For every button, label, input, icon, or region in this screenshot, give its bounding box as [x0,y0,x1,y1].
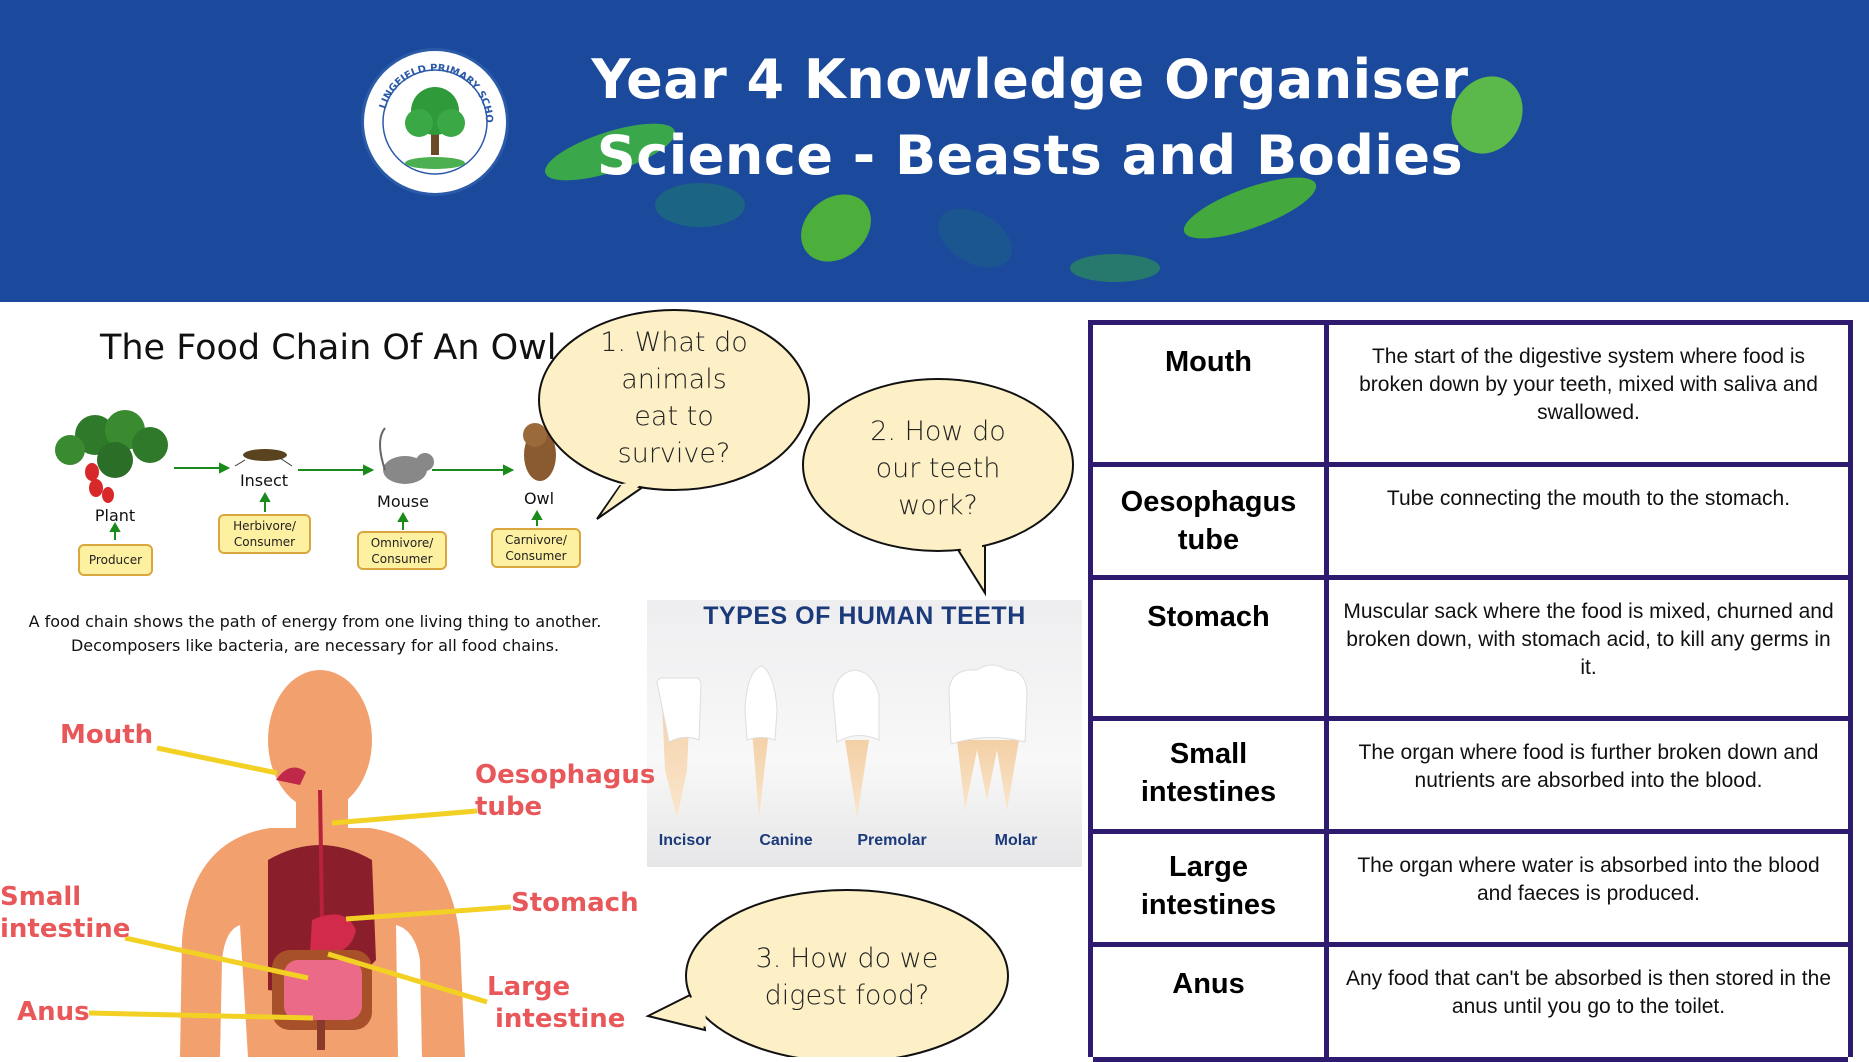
plant-label: Plant [94,506,136,525]
desc-cell: Muscular sack where the food is mixed, c… [1343,600,1834,679]
table-row: Small intestines The organ where food is … [1093,721,1848,834]
stomach-label: Stomach [511,888,639,918]
owl-icon [523,423,556,481]
q-line: our teeth [875,453,1001,484]
label-lines [88,745,512,1021]
molar-label: Molar [994,832,1038,849]
label-line: intestine [495,1004,626,1034]
term-cell: Small intestines [1093,721,1329,829]
anus-icon [317,1020,325,1050]
term-cell: Anus [1093,947,1329,1057]
term-cell: Mouth [1093,325,1329,462]
mouth-icon [276,767,306,785]
stomach-icon [310,914,356,954]
leaves-decoration [545,76,1523,282]
note-line: A food chain shows the path of energy fr… [28,612,602,631]
insect-icon [234,449,293,467]
q-line: eat to [634,401,714,432]
q-line: 1. What do [600,327,748,358]
molar-icon [948,664,1028,810]
desc-cell: The organ where water is absorbed into t… [1357,854,1820,905]
role-line: Herbivore/ [233,519,296,533]
role-line: Carnivore/ [505,533,567,547]
question-1-bubble: 1. What do animals eat to survive? [554,324,794,472]
desc-cell: Tube connecting the mouth to the stomach… [1386,487,1791,510]
small-intestine-label: Small intestine [0,881,130,945]
label-line: Oesophagus [475,760,656,790]
producer-text: Producer [88,553,143,567]
term-cell: Stomach [1093,580,1329,716]
q-line: 2. How do [870,416,1006,447]
food-chain-note: A food chain shows the path of energy fr… [0,610,630,658]
anus-label: Anus [17,997,90,1027]
digestive-organs-table: Mouth The start of the digestive system w… [1088,320,1853,1062]
title-line1: Year 4 Knowledge Organiser [591,48,1469,111]
producer-box: Producer [78,544,153,576]
role-line: Omnivore/ [370,535,434,550]
food-chain-diagram [55,410,556,540]
large-intestine-label: Large intestine [487,971,625,1035]
note-line: Decomposers like bacteria, are necessary… [70,636,560,655]
term-cell: Large intestines [1093,834,1329,942]
role-line: Consumer [505,549,567,563]
q-line: survive? [617,438,731,469]
table-row: Large intestines The organ where water is… [1093,834,1848,947]
premolar-icon [832,669,880,818]
table-row: Oesophagus tube Tube connecting the mouth… [1093,467,1848,580]
q-line: work? [898,490,978,521]
mouse-icon [379,427,434,484]
q-line: 3. How do we [755,943,939,974]
question-3-bubble: 3. How do we digest food? [707,940,987,1014]
teeth-panel: TYPES OF HUMAN TEETH Incisor Canine Prem… [647,600,1082,867]
term-cell: Oesophagus tube [1093,467,1329,575]
table-row: Mouth The start of the digestive system w… [1093,325,1848,467]
title-line2: Science - Beasts and Bodies [596,124,1464,187]
owl-label: Owl [523,489,555,508]
canine-label: Canine [759,832,813,849]
desc-cell: The organ where food is further broken d… [1358,741,1819,792]
school-logo: LINGFIELD PRIMARY SCHOOL [360,43,509,196]
digestive-system-diagram [88,670,512,1057]
question-2-bubble: 2. How do our teeth work? [818,413,1058,524]
incisor-label: Incisor [658,832,712,849]
label-line: tube [475,792,543,822]
label-line: Small [0,882,82,912]
insect-label: Insect [239,471,289,490]
q-line: digest food? [764,980,930,1011]
mouth-label: Mouth [60,720,154,750]
mouse-label: Mouse [377,492,429,511]
speech-bubbles [538,309,1074,1057]
q-line: animals [621,364,727,395]
omnivore-box: Omnivore/Consumer [357,531,447,570]
role-line: Consumer [371,551,433,566]
plant-icon [55,410,168,503]
canine-icon [744,665,778,818]
desc-cell: Any food that can't be absorbed is then … [1346,967,1831,1018]
premolar-label: Premolar [857,832,927,849]
small-intestine-icon [284,960,362,1020]
header-banner: LINGFIELD PRIMARY SCHOOL Year 4 Knowledg… [0,0,1869,302]
desc-cell: The start of the digestive system where … [1359,345,1818,424]
label-line: intestine [0,914,131,944]
oesophagus-label: Oesophagus tube [475,759,655,823]
label-line: Large [487,972,571,1002]
food-chain-title: The Food Chain Of An Owl [100,328,557,368]
carnivore-box: Carnivore/Consumer [491,528,581,568]
table-row: Anus Any food that can't be absorbed is t… [1093,947,1848,1062]
teeth-illustration [656,664,1028,818]
herbivore-box: Herbivore/Consumer [218,514,311,554]
teeth-title: TYPES OF HUMAN TEETH [703,602,1026,630]
role-line: Consumer [233,535,296,549]
incisor-icon [656,677,702,818]
oesophagus-icon [318,789,324,921]
